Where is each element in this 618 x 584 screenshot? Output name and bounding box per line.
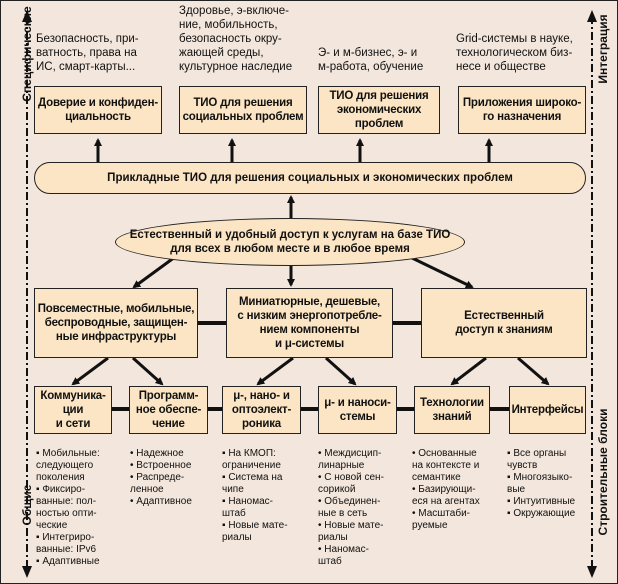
bullet-item: • Адаптивное [130, 496, 192, 507]
bullet-item: • Междисцип- линарные [318, 448, 382, 471]
applied-ict-bar: Прикладные ТИО для решения социальных и … [34, 162, 586, 194]
box-economic-problems: ТИО для решения экономических проблем [318, 86, 440, 134]
bullet-item: • Наномас- штаб [318, 544, 369, 567]
bullet-item: • Основанные на контексте и семантике [412, 448, 480, 483]
note-economic: Э- и м-бизнес, э- и м-работа, обучение [318, 47, 424, 73]
bullet-item: • С новой сен- сорикой [318, 472, 384, 495]
bullet-item: ▪ Все органы чувств [507, 448, 567, 471]
bullet-item: ▪ Интегриро- ванные: IPv6 [36, 532, 97, 555]
arrow-mid1-to-comm [71, 356, 109, 386]
left-axis-arrow-down [22, 566, 32, 578]
bullet-item: ▪ Многоязыко- вые [507, 472, 573, 495]
bullet-item: ▪ На КМОП: ограничение [222, 448, 281, 471]
axis-label-specific: Специфические [20, 6, 34, 102]
box-components: Миниатюрные, дешевые, с низким энергопот… [226, 288, 393, 358]
arrow-mid3-to-know [450, 356, 487, 386]
box-knowledge-access: Естественный доступ к знаниям [421, 288, 587, 358]
bullet-item: • Базирующи- еся на агентах [412, 484, 480, 507]
box-interfaces: Интерфейсы [509, 386, 586, 434]
bullet-item: • Объединен- ные в сеть [318, 496, 381, 519]
bullet-item: • Масштаби- руемые [412, 508, 470, 531]
bullet-item: ▪ Адаптивные [36, 556, 100, 567]
box-software: Программ- ное обеспе- чение [129, 386, 208, 434]
bullets-communications: ▪ Мобильные: следующего поколения ▪ Фикс… [36, 448, 116, 568]
box-communications: Коммуника- ции и сети [34, 386, 112, 434]
arrow-mid2-to-micro [256, 356, 294, 386]
right-axis-arrow-down [587, 566, 597, 578]
bullet-item: ▪ Новые мате- риалы [222, 520, 288, 543]
bullet-item: ▪ Система на чипе [222, 472, 283, 495]
arrow-ellipse-to-mid3 [409, 255, 474, 289]
box-social-problems: ТИО для решения социальных проблем [179, 86, 307, 134]
box-micro-nano-systems: μ- и наноси- стемы [318, 386, 397, 434]
bullet-item: ▪ Окружающие [507, 508, 576, 519]
note-trust: Безопасность, при- ватность, права на ИС… [36, 33, 139, 73]
bullets-software: • Надежное • Встроенное • Распреде- ленн… [130, 448, 210, 508]
axis-label-general: Общие [20, 484, 34, 526]
right-axis-arrow-up [587, 10, 597, 22]
bullet-item: • Встроенное [130, 460, 192, 471]
bullets-interfaces: ▪ Все органы чувств ▪ Многоязыко- вые ▪ … [507, 448, 587, 520]
box-micro-nano-electronics: μ-, нано- и оптоэлект- роника [222, 386, 301, 434]
bullet-item: ▪ Наномас- штаб [222, 496, 273, 519]
bullets-micro-nano-electronics: ▪ На КМОП: ограничение ▪ Система на чипе… [222, 448, 302, 544]
arrow-mid3-to-iface [517, 356, 550, 386]
note-social: Здоровье, э-включе- ние, мобильность, бе… [179, 5, 293, 73]
access-ellipse: Естественный и удобный доступ к услугам … [115, 218, 465, 266]
box-knowledge-tech: Технологии знаний [414, 386, 490, 434]
box-wide-applications: Приложения широко- го назначения [458, 86, 586, 134]
box-infrastructure: Повсеместные, мобильные, беспроводные, з… [34, 288, 198, 358]
box-trust-privacy: Доверие и конфиден- циальность [34, 86, 162, 134]
bullet-item: ▪ Интуитивные [507, 496, 576, 507]
bullet-item: • Новые мате- риалы [318, 520, 384, 543]
note-grid: Grid-системы в науке, технологическом би… [456, 33, 573, 73]
left-axis-arrow-up [22, 10, 32, 22]
bullet-item: • Надежное [130, 448, 184, 459]
bullets-micro-nano-systems: • Междисцип- линарные • С новой сен- сор… [318, 448, 398, 568]
bullet-item: ▪ Мобильные: следующего поколения [36, 448, 100, 483]
bullets-knowledge-tech: • Основанные на контексте и семантике • … [412, 448, 497, 532]
bullet-item: ▪ Фиксиро- ванные: пол- ностью опти- чес… [36, 484, 97, 531]
axis-label-building-blocks: Строительные блоки [596, 408, 610, 536]
arrow-mid1-to-soft [131, 356, 164, 386]
arrow-ellipse-to-mid1 [132, 255, 176, 289]
axis-label-integration: Интеграция [596, 14, 610, 84]
bullet-item: • Распреде- ленное [130, 472, 185, 495]
arrow-mid2-to-nano [324, 356, 357, 386]
